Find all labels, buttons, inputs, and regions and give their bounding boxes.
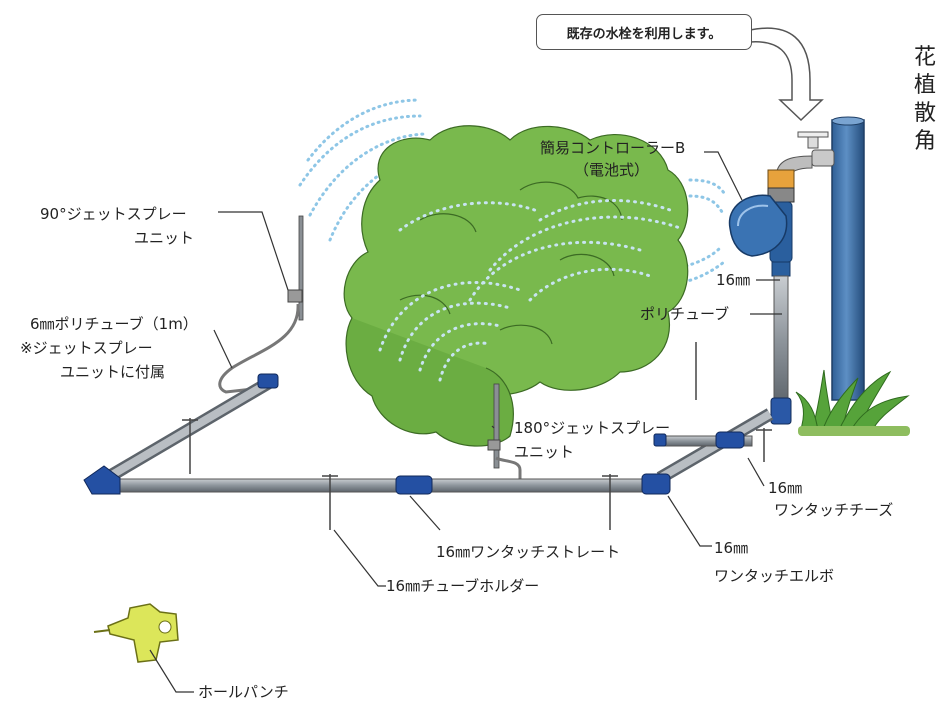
leader-lines: [149, 151, 782, 693]
side-text-4: 角: [914, 129, 937, 154]
label-controller: 簡易コントローラーB: [540, 139, 686, 157]
label-tube-holder: 16㎜チューブホルダー: [386, 577, 540, 595]
spray-pattern: [298, 98, 728, 284]
label-jet180-sub: ユニット: [514, 443, 575, 461]
callout-arrow: [749, 27, 824, 122]
side-text-3: 散: [914, 101, 937, 126]
label-hole-punch: ホールパンチ: [198, 683, 289, 701]
jet-spray-180: [487, 383, 522, 486]
shrubbery: [343, 125, 689, 447]
label-polytube16-size: 16㎜: [716, 271, 751, 289]
side-text-1: 花: [914, 45, 937, 70]
label-straight: 16㎜ワンタッチストレート: [436, 543, 621, 561]
jet-spray-90: [218, 215, 304, 394]
label-polytube6-note: ※ジェットスプレー: [20, 339, 153, 357]
label-jet180: 180°ジェットスプレー: [514, 419, 671, 437]
label-jet90-sub: ユニット: [134, 229, 195, 247]
polytube-16-vertical: [773, 275, 789, 407]
label-tees-size: 16㎜: [768, 479, 803, 497]
grass-tuft: [795, 369, 910, 436]
tube-holders: [182, 342, 772, 530]
battery-controller: [728, 169, 795, 277]
callout-existing-faucet: 既存の水栓を利用します。: [536, 14, 752, 50]
hole-punch: [93, 603, 179, 663]
label-polytube6-note2: ユニットに付属: [60, 363, 166, 381]
label-controller-sub: （電池式）: [574, 161, 650, 179]
label-polytube6: 6㎜ポリチューブ（1m）: [30, 315, 198, 333]
label-elbow: ワンタッチエルボ: [714, 567, 835, 585]
label-elbow-size: 16㎜: [714, 539, 749, 557]
label-jet90: 90°ジェットスプレー: [40, 205, 187, 223]
label-polytube16: ポリチューブ: [640, 305, 730, 323]
spray-arcs: [378, 199, 682, 382]
fittings: [83, 373, 745, 495]
pipe-network: [93, 375, 774, 493]
side-text-2: 植: [914, 73, 937, 98]
water-post: [831, 119, 865, 401]
side-text-column: 花 植 散 角: [914, 44, 936, 156]
label-tees: ワンタッチチーズ: [774, 501, 894, 519]
